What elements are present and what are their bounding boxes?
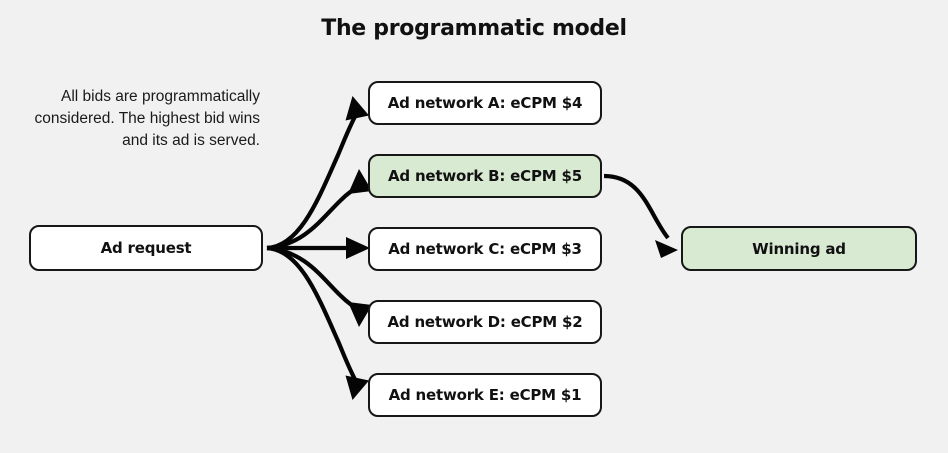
node-ad-network-e-label: Ad network E: eCPM $1	[388, 386, 582, 404]
arrow-request-to-network-d	[266, 245, 372, 327]
node-ad-request[interactable]: Ad request	[29, 225, 263, 271]
node-ad-network-c[interactable]: Ad network C: eCPM $3	[368, 227, 602, 271]
node-ad-network-a[interactable]: Ad network A: eCPM $4	[368, 81, 602, 125]
node-winning-ad-label: Winning ad	[752, 239, 846, 258]
node-ad-network-b[interactable]: Ad network B: eCPM $5	[368, 154, 602, 198]
node-ad-request-label: Ad request	[100, 239, 192, 257]
arrow-network-b-to-winning-ad	[603, 173, 678, 258]
node-ad-network-b-label: Ad network B: eCPM $5	[387, 167, 582, 185]
arrow-request-to-network-c	[267, 237, 370, 259]
node-winning-ad[interactable]: Winning ad	[681, 226, 917, 271]
arrow-request-to-network-a	[266, 96, 369, 251]
node-ad-network-c-label: Ad network C: eCPM $3	[388, 240, 582, 258]
node-ad-network-d[interactable]: Ad network D: eCPM $2	[368, 300, 602, 344]
description-text: All bids are programmatically considered…	[34, 88, 260, 149]
page-title: The programmatic model	[321, 16, 627, 41]
arrow-request-to-network-e	[266, 245, 369, 400]
node-ad-network-e[interactable]: Ad network E: eCPM $1	[368, 373, 602, 417]
node-ad-network-d-label: Ad network D: eCPM $2	[387, 313, 583, 331]
node-ad-network-a-label: Ad network A: eCPM $4	[387, 94, 583, 112]
arrow-request-to-network-b	[266, 169, 372, 251]
